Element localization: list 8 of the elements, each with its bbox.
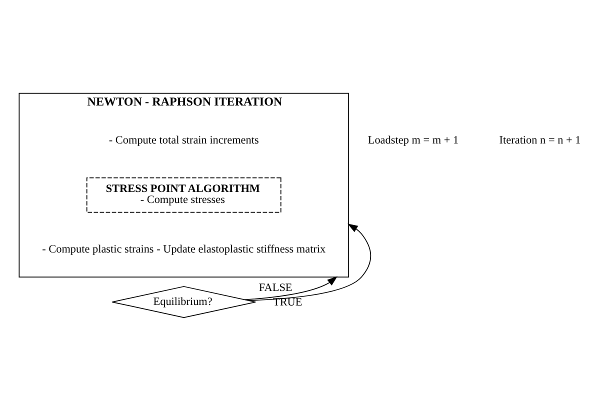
label: Loadstep m = m + 1 [368,134,459,147]
node-diamond: Equilibrium? [112,286,256,318]
edge-label: FALSE [258,282,292,294]
node-box: STRESS POINT ALGORITHM - Compute stresses [86,177,282,213]
arrow [248,224,372,302]
label: Iteration n = n + 1 [499,134,581,147]
edge-label: TRUE [272,296,302,308]
arrow [244,276,338,300]
